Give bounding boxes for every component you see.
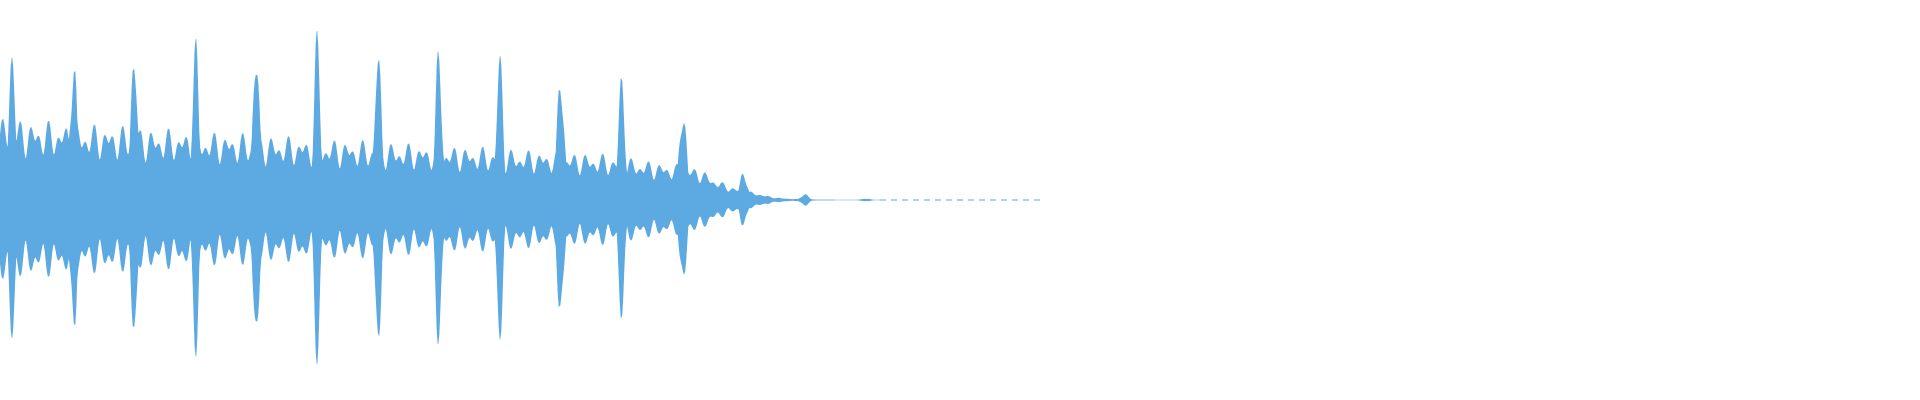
waveform-shape <box>0 30 880 365</box>
